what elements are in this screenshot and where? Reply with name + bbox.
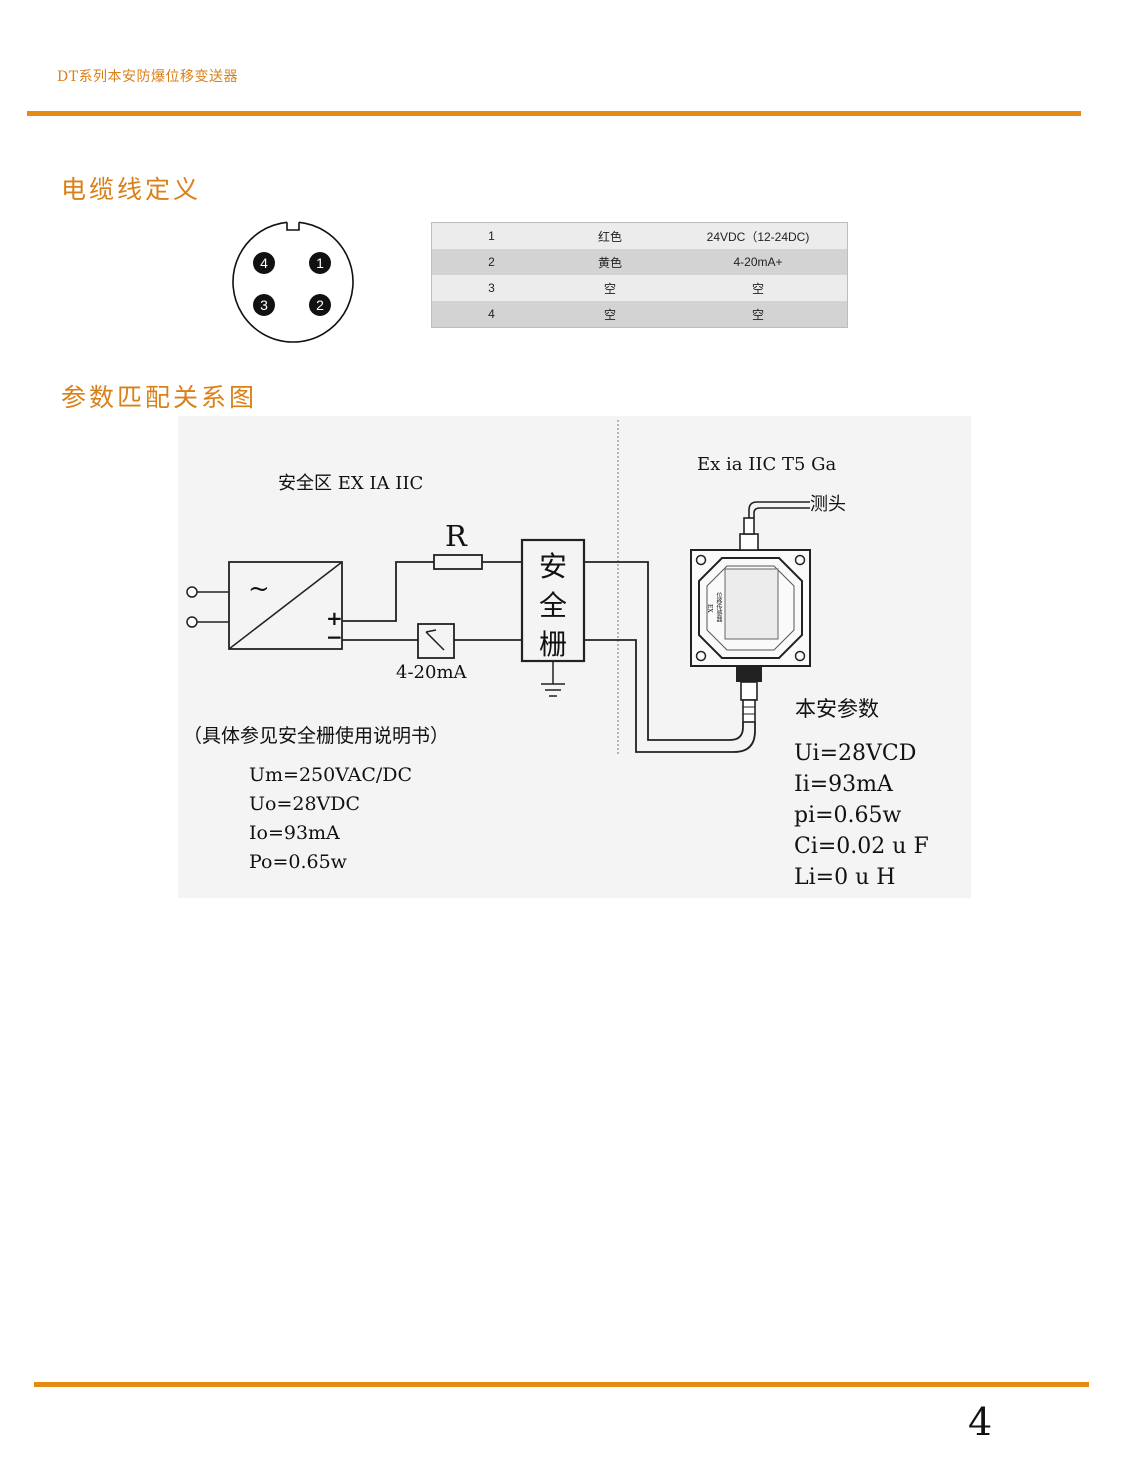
barrier-param: Io=93mA — [249, 822, 340, 844]
pin-1: 1 — [309, 252, 331, 274]
plus-sign: + — [326, 606, 343, 630]
is-param: Ci=0.02 u F — [794, 834, 929, 859]
color-cell: 空 — [551, 275, 669, 301]
header-title: DT系列本安防爆位移变送器 — [57, 69, 239, 85]
barrier-param: Po=0.65w — [249, 851, 347, 873]
pin-cell: 3 — [431, 275, 551, 301]
probe-label: 测头 — [810, 494, 846, 515]
is-param: Ii=93mA — [794, 772, 893, 797]
cable-gland — [736, 666, 762, 723]
is-params-title: 本安参数 — [795, 697, 879, 721]
ammeter — [417, 623, 455, 659]
barrier-note: （具体参见安全栅使用说明书） — [183, 725, 450, 747]
svg-text:1: 1 — [316, 255, 324, 271]
is-param: Li=0 u H — [794, 865, 896, 890]
barrier-char: 全 — [539, 589, 568, 622]
sensor-housing — [690, 549, 811, 667]
table-row: 4 空 空 — [431, 301, 848, 328]
ac-symbol: ~ — [248, 574, 270, 604]
pin-2: 2 — [309, 294, 331, 316]
wiring-diagram: 安全区 EX IA IIC Ex ia IIC T5 Ga 测头 R ~ + −… — [178, 416, 971, 898]
color-cell: 黄色 — [551, 249, 669, 275]
resistor-label: R — [445, 519, 467, 553]
input-terminal — [186, 616, 198, 628]
pin-cell: 4 — [431, 301, 551, 328]
barrier-param: Um=250VAC/DC — [249, 764, 413, 786]
function-cell: 4-20mA+ — [669, 249, 848, 275]
barrier-char: 栅 — [539, 628, 568, 661]
table-row: 1 红色 24VDC（12-24DC) — [431, 222, 848, 249]
function-cell: 24VDC（12-24DC) — [669, 222, 848, 249]
pin-cell: 1 — [431, 222, 551, 249]
table-row: 3 空 空 — [431, 275, 848, 301]
pin-3: 3 — [253, 294, 275, 316]
function-cell: 空 — [669, 301, 848, 328]
footer-rule — [34, 1382, 1089, 1387]
barrier-char: 安 — [539, 550, 568, 583]
current-label: 4-20mA — [396, 662, 467, 683]
svg-text:4: 4 — [260, 255, 268, 271]
barrier-param: Uo=28VDC — [249, 793, 361, 815]
resistor — [433, 554, 483, 570]
is-param: pi=0.65w — [794, 803, 902, 828]
svg-text:2: 2 — [316, 297, 324, 313]
section-title-cable: 电缆线定义 — [61, 175, 202, 204]
color-cell: 空 — [551, 301, 669, 328]
page-number: 4 — [968, 1400, 993, 1444]
pin-cell: 2 — [431, 249, 551, 275]
function-cell: 空 — [669, 275, 848, 301]
is-param: Ui=28VCD — [794, 741, 917, 766]
table-row: 2 黄色 4-20mA+ — [431, 249, 848, 275]
header-rule — [27, 111, 1081, 116]
minus-sign: − — [326, 625, 343, 649]
svg-text:3: 3 — [260, 297, 268, 313]
sensor-label: 位移传感器 — [715, 592, 722, 622]
pin-definition-table: 1 红色 24VDC（12-24DC) 2 黄色 4-20mA+ 3 空 空 4… — [431, 222, 848, 328]
connector-pinout: 4 1 3 2 — [231, 220, 355, 344]
sensor-label: EX — [706, 604, 713, 613]
probe-fitting — [739, 501, 810, 551]
pin-4: 4 — [253, 252, 275, 274]
power-supply-box — [228, 561, 343, 650]
safe-zone-label: 安全区 EX IA IIC — [278, 473, 424, 494]
section-title-matching: 参数匹配关系图 — [61, 383, 258, 412]
input-terminal — [186, 586, 198, 598]
ex-rating-label: Ex ia IIC T5 Ga — [697, 454, 837, 475]
color-cell: 红色 — [551, 222, 669, 249]
